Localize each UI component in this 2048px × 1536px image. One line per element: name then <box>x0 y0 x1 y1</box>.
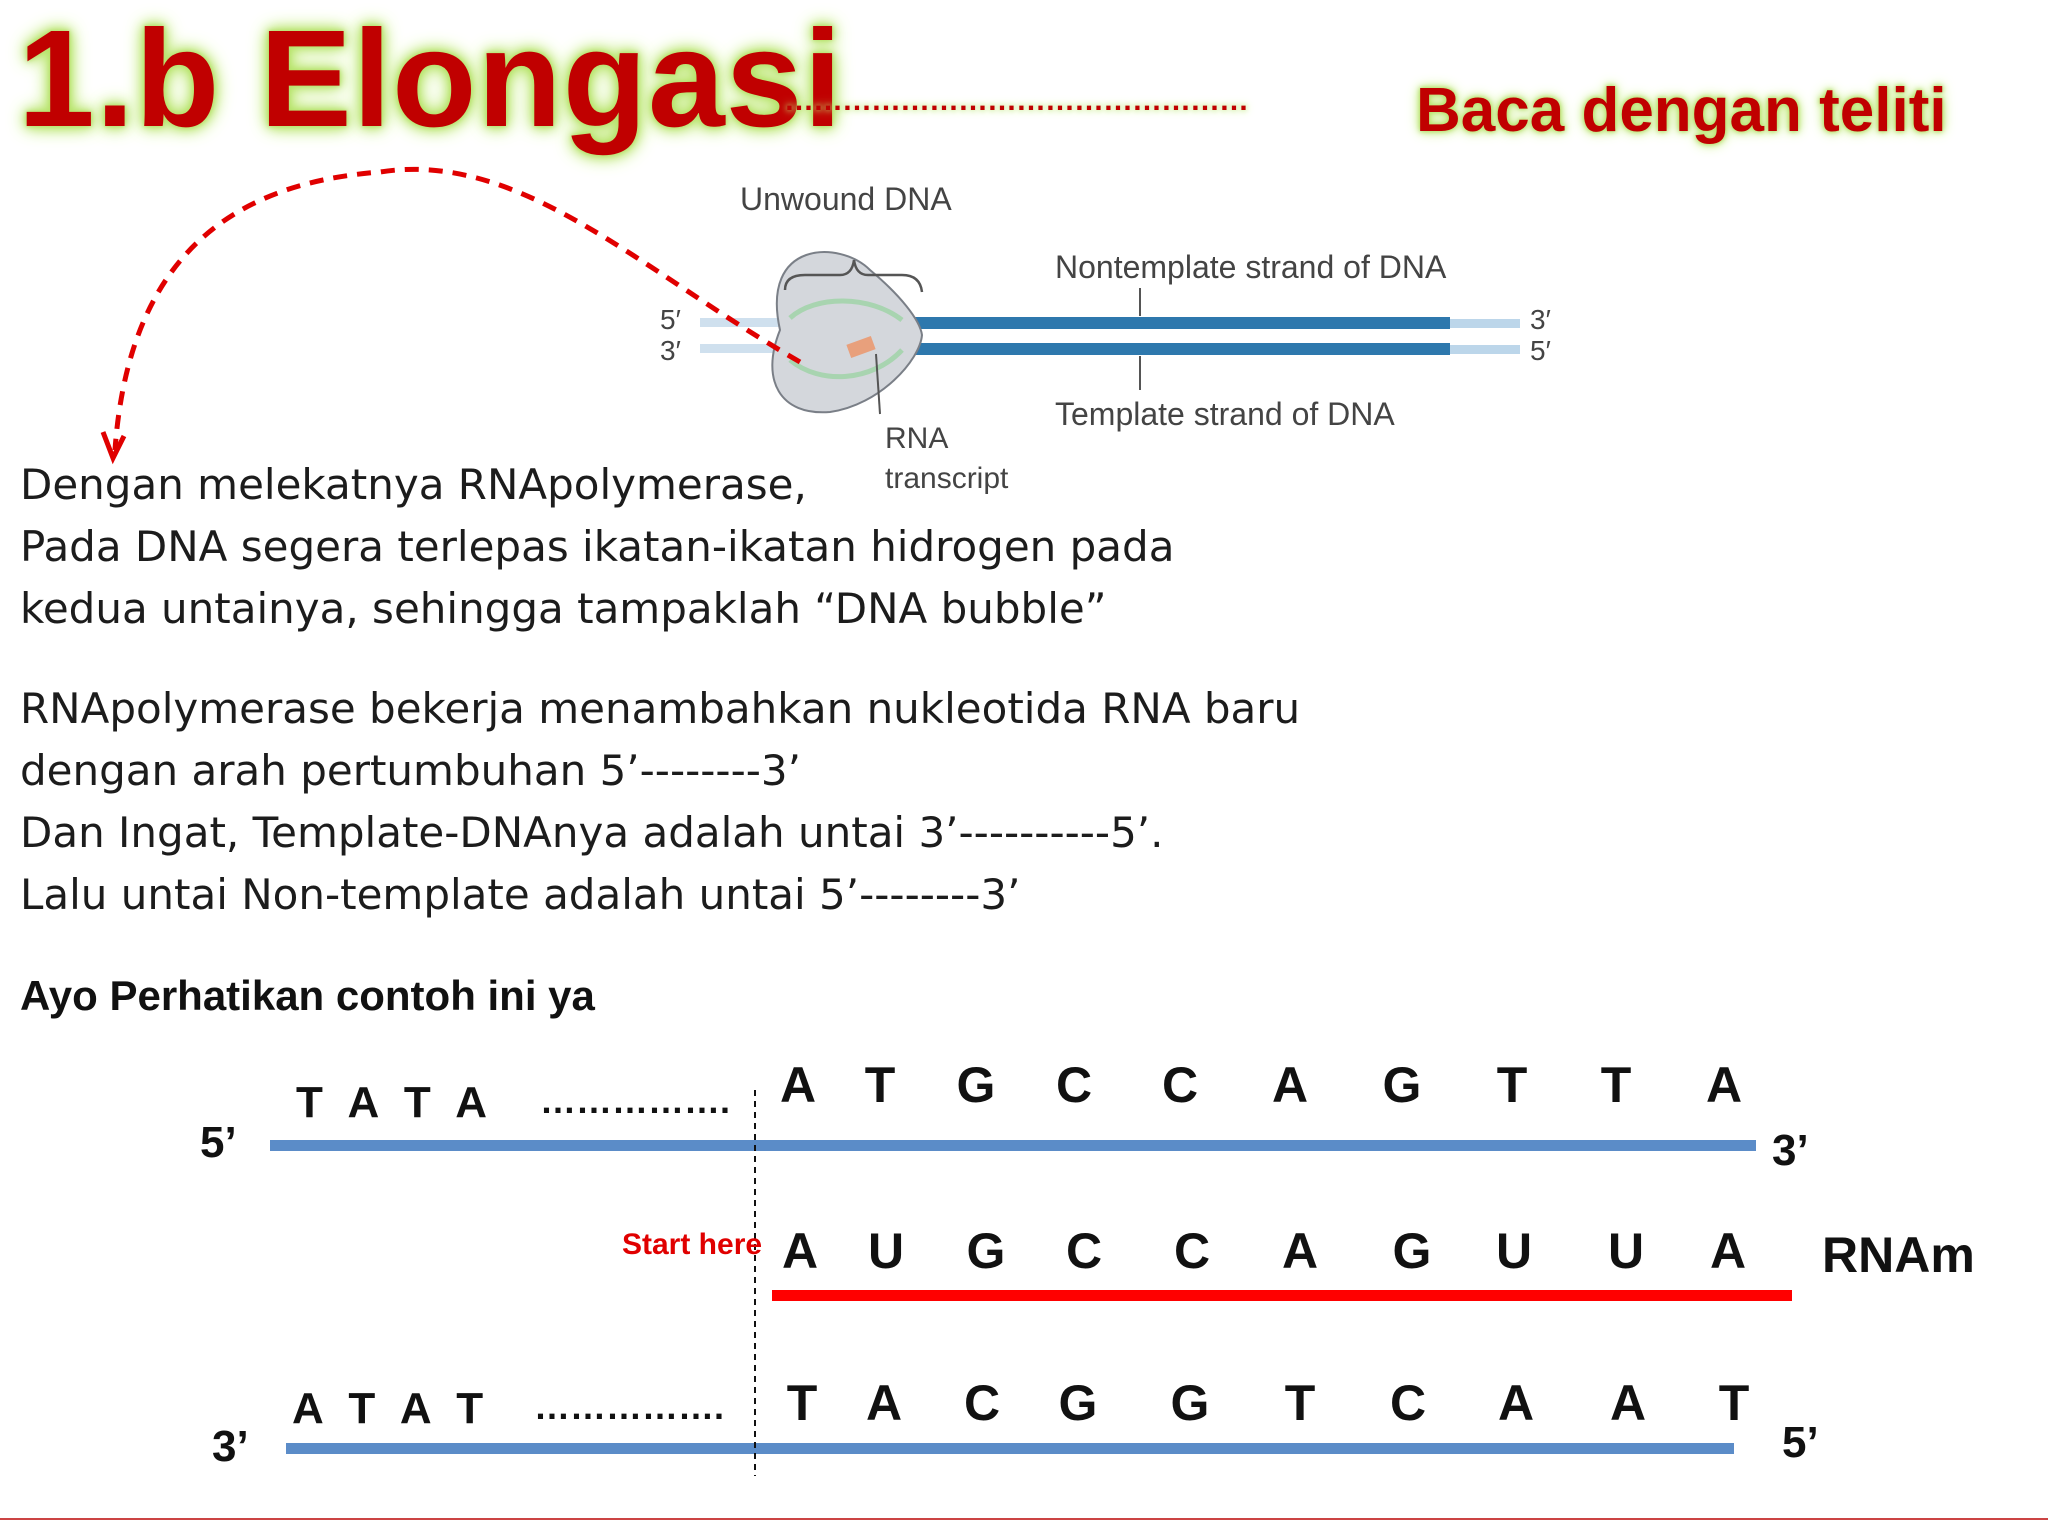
rna-label: RNA <box>885 422 948 455</box>
template-label: Template strand of DNA <box>1055 396 1395 432</box>
left-bottom-end-label: 3′ <box>660 335 681 366</box>
bottom-strand-base: A <box>1498 1375 1534 1431</box>
bottom-strand-3prime: 3’ <box>212 1422 249 1471</box>
left-top-end-label: 5′ <box>660 304 681 335</box>
bottom-strand-base: C <box>964 1375 1000 1431</box>
rna-base: C <box>1174 1223 1210 1279</box>
text-line: Dan Ingat, Template-DNAnya adalah untai … <box>20 808 1164 857</box>
top-strand-prefix: T A T A <box>296 1078 488 1127</box>
example-heading: Ayo Perhatikan contoh ini ya <box>20 972 595 1019</box>
top-strand-base: G <box>1383 1057 1422 1113</box>
top-strand-base: A <box>1272 1057 1308 1113</box>
text-line: Lalu untai Non-template adalah untai 5’-… <box>20 870 1021 919</box>
rna-transcript-mark <box>846 335 876 359</box>
bottom-strand-base: A <box>1610 1375 1646 1431</box>
top-strand-base: T <box>865 1057 896 1113</box>
rna-base: C <box>1066 1223 1102 1279</box>
rna-base: U <box>868 1223 904 1279</box>
transcript-label: transcript <box>885 462 1009 495</box>
bottom-strand-dots: ……………. <box>534 1386 725 1427</box>
text-line: kedua untainya, sehingga tampaklah “DNA … <box>20 584 1107 633</box>
top-strand-base: T <box>1601 1057 1632 1113</box>
unwound-dna-label: Unwound DNA <box>740 181 952 217</box>
rna-strand <box>772 1290 1792 1301</box>
rnam-label: RNAm <box>1822 1227 1975 1283</box>
bottom-strand-base: T <box>1285 1375 1316 1431</box>
bottom-strand-5prime: 5’ <box>1782 1418 1819 1467</box>
text-line: Dengan melekatnya RNApolymerase, <box>20 460 807 509</box>
nontemplate-strand <box>910 317 1450 329</box>
bottom-strand-prefix: A T A T <box>292 1384 484 1433</box>
rna-base: A <box>1282 1223 1318 1279</box>
bottom-strand-base: C <box>1390 1375 1426 1431</box>
bottom-strand-base: G <box>1171 1375 1210 1431</box>
bottom-strand-base: A <box>866 1375 902 1431</box>
top-strand-5prime: 5’ <box>200 1118 237 1167</box>
start-here-label: Start here <box>622 1228 763 1261</box>
rna-base: G <box>1393 1223 1432 1279</box>
top-dna-strand <box>270 1140 1756 1151</box>
page-subtitle: Baca dengan teliti <box>1416 76 1947 145</box>
top-strand-base: A <box>1706 1057 1742 1113</box>
text-line: Pada DNA segera terlepas ikatan-ikatan h… <box>20 522 1175 571</box>
nontemplate-label: Nontemplate strand of DNA <box>1055 249 1447 285</box>
right-top-end-label: 3′ <box>1530 304 1551 335</box>
top-strand-3prime: 3’ <box>1772 1126 1809 1175</box>
text-line: RNApolymerase bekerja menambahkan nukleo… <box>20 684 1301 733</box>
text-line: dengan arah pertumbuhan 5’--------3’ <box>20 746 801 795</box>
bottom-dna-strand <box>286 1443 1734 1454</box>
top-strand-dots: ……………. <box>540 1080 731 1121</box>
paragraph-direction-explanation: RNApolymerase bekerja menambahkan nukleo… <box>20 678 1300 926</box>
template-strand <box>910 343 1450 355</box>
bottom-strand-base: G <box>1059 1375 1098 1431</box>
top-strand-base: G <box>957 1057 996 1113</box>
top-strand-base: A <box>780 1057 816 1113</box>
paragraph-bubble-explanation: Dengan melekatnya RNApolymerase, Pada DN… <box>20 454 1174 640</box>
rna-base: U <box>1608 1223 1644 1279</box>
rna-base: U <box>1496 1223 1532 1279</box>
page-title: 1.b Elongasi <box>18 2 843 156</box>
title-dotted-leader: ………………………………………… <box>784 84 1249 117</box>
right-bottom-end-label: 5′ <box>1530 335 1551 366</box>
bottom-strand-base: T <box>1719 1375 1750 1431</box>
bottom-strand-base: T <box>787 1375 818 1431</box>
top-strand-base: C <box>1162 1057 1198 1113</box>
top-strand-base: T <box>1497 1057 1528 1113</box>
top-strand-base: C <box>1056 1057 1092 1113</box>
rna-base: A <box>1710 1223 1746 1279</box>
rna-base: G <box>967 1223 1006 1279</box>
rna-base: A <box>782 1223 818 1279</box>
